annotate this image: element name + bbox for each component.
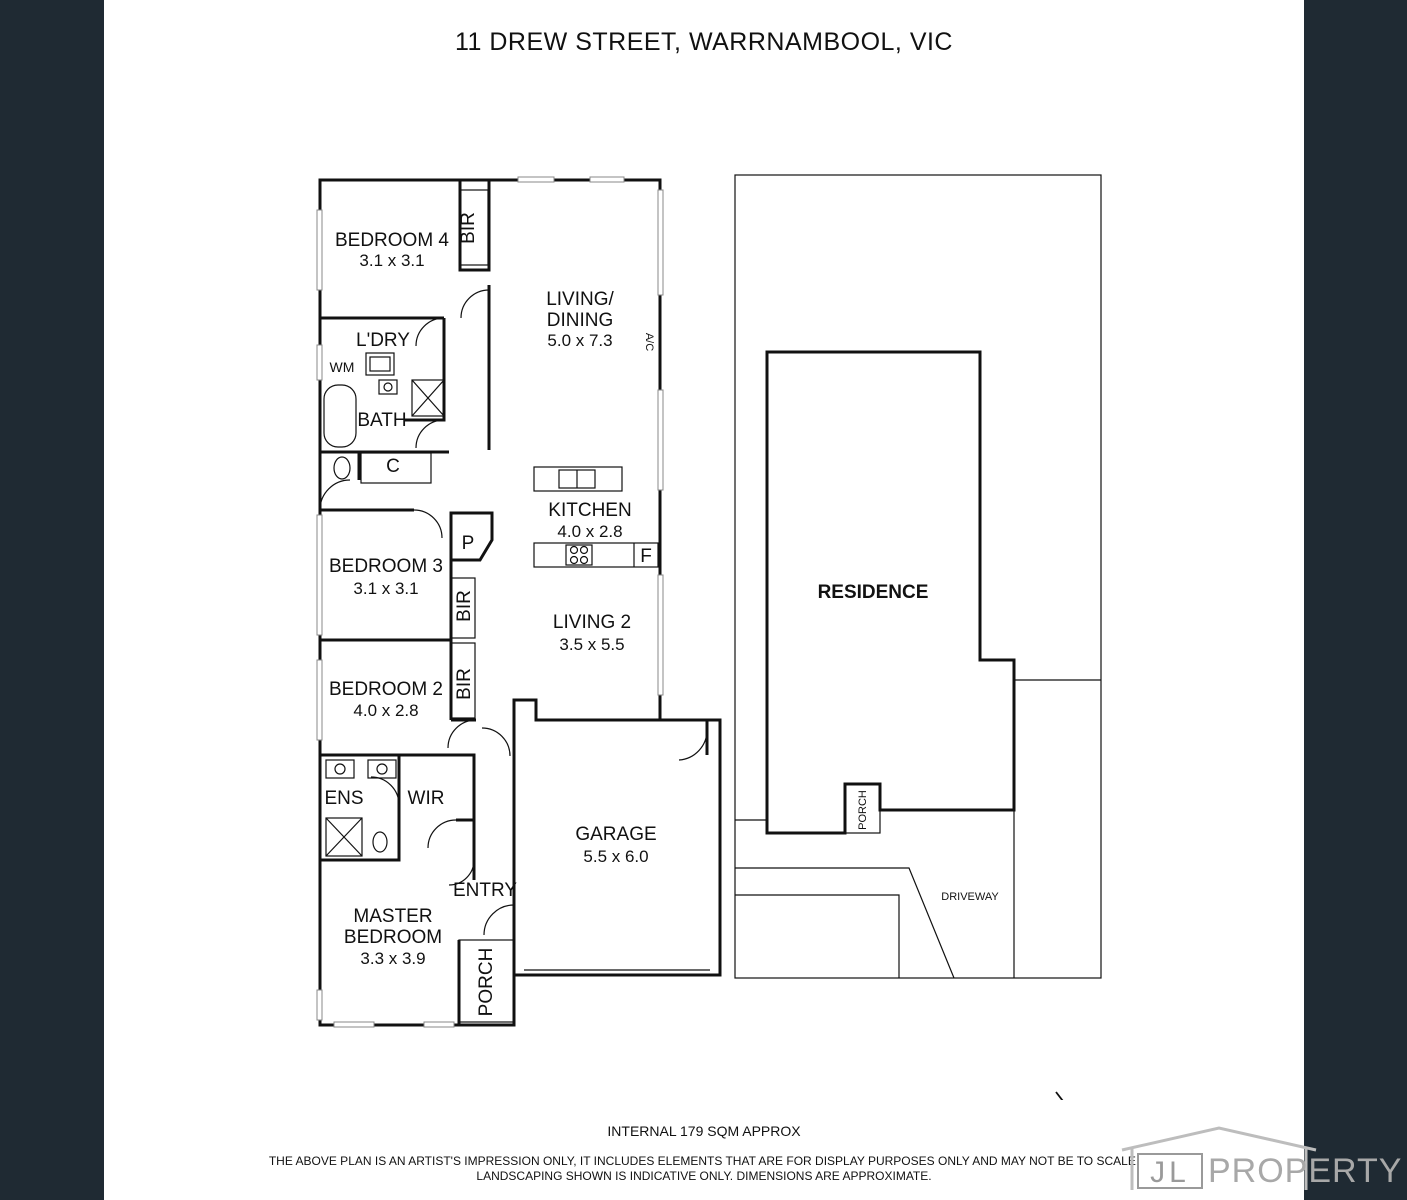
logo-roof bbox=[1121, 1126, 1317, 1152]
outer-walls bbox=[318, 178, 722, 1027]
bir-label-1: BIR bbox=[458, 212, 479, 244]
living-dining-label-1: LIVING/ bbox=[546, 289, 614, 310]
wm-label: WM bbox=[330, 359, 355, 375]
disclaimer-line-1: THE ABOVE PLAN IS AN ARTIST'S IMPRESSION… bbox=[268, 1154, 1140, 1168]
bedroom4-label: BEDROOM 4 bbox=[335, 230, 449, 251]
f-label: F bbox=[640, 546, 652, 567]
laundry-label: L'DRY bbox=[356, 330, 410, 351]
windows bbox=[316, 176, 664, 1028]
porch-label: PORCH bbox=[476, 948, 497, 1017]
garage-dim: 5.5 x 6.0 bbox=[583, 847, 648, 866]
kitchen-dim: 4.0 x 2.8 bbox=[557, 522, 622, 541]
living-dining-dim: 5.0 x 7.3 bbox=[547, 331, 612, 350]
living2-label: LIVING 2 bbox=[553, 612, 631, 633]
kitchen-label: KITCHEN bbox=[548, 500, 631, 521]
bath-label: BATH bbox=[357, 410, 406, 431]
bathroom-fixtures bbox=[323, 352, 445, 857]
plan-sheet: 11 DREW STREET, WARRNAMBOOL, VIC bbox=[104, 0, 1401, 1200]
wir-label: WIR bbox=[408, 788, 445, 809]
site-porch-label: PORCH bbox=[857, 790, 869, 830]
jl-property-logo: JL PROPERTY bbox=[1121, 1126, 1402, 1190]
disclaimer: THE ABOVE PLAN IS AN ARTIST'S IMPRESSION… bbox=[264, 1154, 1144, 1184]
logo-word: PROPERTY bbox=[1208, 1152, 1402, 1190]
driveway-label: DRIVEWAY bbox=[941, 891, 999, 903]
site-plan bbox=[734, 174, 1102, 979]
master-label-1: MASTER bbox=[353, 906, 432, 927]
logo-initials-frame bbox=[1137, 1153, 1203, 1189]
ac-label: A/C bbox=[643, 333, 655, 351]
ens-label: ENS bbox=[324, 788, 363, 809]
bir-label-2: BIR bbox=[454, 590, 475, 622]
door-swings bbox=[319, 289, 708, 936]
master-label-2: BEDROOM bbox=[344, 927, 442, 948]
bedroom3-dim: 3.1 x 3.1 bbox=[353, 579, 418, 598]
disclaimer-line-2: LANDSCAPING SHOWN IS INDICATIVE ONLY. DI… bbox=[476, 1169, 932, 1183]
porch-box bbox=[458, 939, 515, 1023]
living-dining-label-2: DINING bbox=[547, 310, 614, 331]
logo-walls bbox=[1130, 1148, 1308, 1190]
residence-label: RESIDENCE bbox=[818, 582, 929, 603]
internal-area: INTERNAL 179 SQM APPROX bbox=[607, 1123, 801, 1139]
page-title: 11 DREW STREET, WARRNAMBOOL, VIC bbox=[454, 28, 953, 56]
built-in-robes bbox=[450, 189, 489, 719]
master-dim: 3.3 x 3.9 bbox=[360, 949, 425, 968]
living2-dim: 3.5 x 5.5 bbox=[559, 635, 624, 654]
logo-initials: JL bbox=[1150, 1156, 1190, 1189]
garage-label: GARAGE bbox=[575, 824, 656, 845]
p-label: P bbox=[462, 533, 475, 554]
c-label: C bbox=[386, 456, 400, 477]
floor-plan: BEDROOM 4 3.1 x 3.1 BIR LIVING/ DINING 5… bbox=[316, 174, 1102, 1100]
entry-label: ENTRY bbox=[453, 880, 517, 901]
bedroom2-label: BEDROOM 2 bbox=[329, 679, 443, 700]
bedroom2-dim: 4.0 x 2.8 bbox=[353, 701, 418, 720]
north-compass-icon: N bbox=[1055, 1091, 1064, 1100]
bedroom3-label: BEDROOM 3 bbox=[329, 556, 443, 577]
bir-label-3: BIR bbox=[454, 668, 475, 700]
kitchen-fixtures bbox=[533, 466, 659, 568]
bedroom4-dim: 3.1 x 3.1 bbox=[359, 251, 424, 270]
